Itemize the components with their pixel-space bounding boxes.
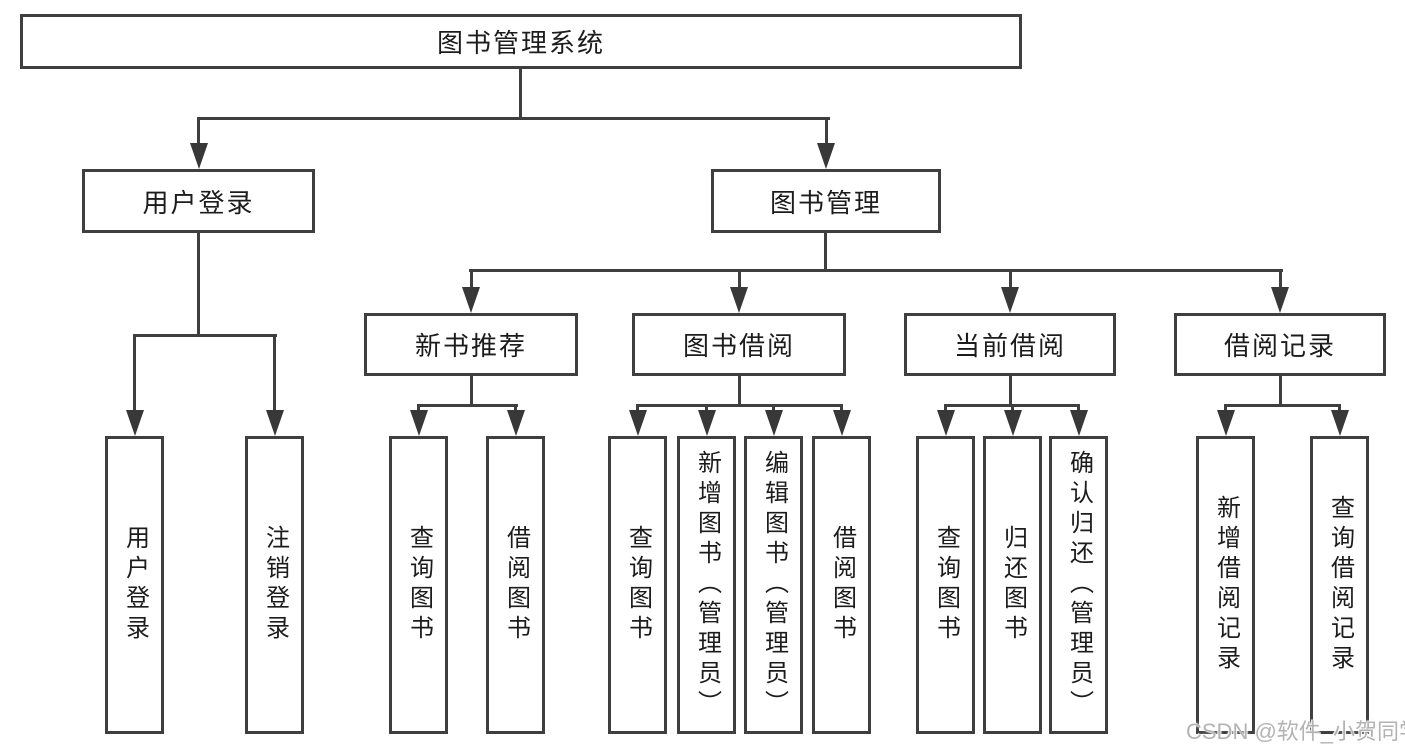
connector-line bbox=[840, 404, 843, 410]
arrow-down-icon bbox=[833, 410, 851, 436]
leaf-recommend-borrow-books: 借阅图书 bbox=[486, 436, 545, 734]
connector-line bbox=[1077, 404, 1080, 410]
leaf-borrowing-query-books: 查询图书 bbox=[608, 436, 667, 734]
arrow-down-icon bbox=[462, 287, 480, 313]
node-user-login-branch-label: 用户登录 bbox=[142, 187, 255, 218]
leaf-borrowing-borrow-books: 借阅图书 bbox=[812, 436, 871, 734]
connector-line bbox=[197, 233, 200, 337]
connector-line bbox=[636, 404, 639, 410]
connector-line bbox=[273, 334, 276, 410]
connector-line bbox=[1224, 404, 1341, 407]
leaf-borrowing-query-books-label: 查询图书 bbox=[624, 525, 652, 645]
leaf-current-query-books: 查询图书 bbox=[916, 436, 975, 734]
leaf-borrowing-add-book-admin: 新增图书（管理员） bbox=[677, 436, 736, 734]
node-book-borrowing: 图书借阅 bbox=[632, 313, 846, 376]
arrow-down-icon bbox=[937, 410, 955, 436]
arrow-down-icon bbox=[1004, 410, 1022, 436]
connector-line bbox=[1279, 269, 1282, 287]
connector-line bbox=[514, 404, 517, 410]
arrow-down-icon bbox=[1331, 410, 1349, 436]
arrow-down-icon bbox=[1070, 410, 1088, 436]
leaf-recommend-query-books: 查询图书 bbox=[389, 436, 448, 734]
leaf-borrowing-edit-book-admin-label: 编辑图书（管理员） bbox=[760, 450, 788, 720]
connector-line bbox=[1279, 376, 1282, 406]
node-borrow-records: 借阅记录 bbox=[1174, 313, 1386, 376]
connector-line bbox=[636, 404, 843, 407]
connector-line bbox=[417, 404, 518, 407]
leaf-recommend-query-books-label: 查询图书 bbox=[405, 525, 433, 645]
node-current-borrowing: 当前借阅 bbox=[904, 313, 1116, 376]
arrow-down-icon bbox=[507, 410, 525, 436]
node-library-system: 图书管理系统 bbox=[20, 14, 1022, 69]
connector-line bbox=[944, 404, 947, 410]
leaf-records-add-record: 新增借阅记录 bbox=[1196, 436, 1255, 734]
connector-line bbox=[824, 233, 827, 272]
arrow-down-icon bbox=[190, 143, 208, 169]
leaf-current-return-books-label: 归还图书 bbox=[999, 525, 1027, 645]
leaf-recommend-borrow-books-label: 借阅图书 bbox=[502, 525, 530, 645]
connector-line bbox=[1009, 376, 1012, 406]
connector-line bbox=[470, 269, 473, 287]
leaf-user-login: 用户登录 bbox=[105, 436, 164, 734]
arrow-down-icon bbox=[410, 410, 428, 436]
connector-line bbox=[772, 404, 775, 410]
arrow-down-icon bbox=[698, 410, 716, 436]
csdn-watermark: CSDN @软件_小贺同学 bbox=[1186, 714, 1405, 746]
connector-line bbox=[197, 117, 200, 143]
connector-line bbox=[469, 269, 1283, 272]
arrow-down-icon bbox=[730, 287, 748, 313]
connector-line bbox=[133, 334, 136, 410]
connector-line bbox=[470, 376, 473, 406]
node-user-login-branch: 用户登录 bbox=[82, 169, 315, 233]
node-book-management-label: 图书管理 bbox=[769, 187, 882, 218]
connector-line bbox=[825, 117, 828, 143]
node-new-book-recommend: 新书推荐 bbox=[364, 313, 578, 376]
node-book-borrowing-label: 图书借阅 bbox=[682, 331, 795, 361]
arrow-down-icon bbox=[629, 410, 647, 436]
leaf-records-query-record-label: 查询借阅记录 bbox=[1326, 495, 1354, 675]
leaf-borrowing-add-book-admin-label: 新增图书（管理员） bbox=[693, 450, 721, 720]
connector-line bbox=[1338, 404, 1341, 410]
node-book-management: 图书管理 bbox=[711, 169, 941, 233]
leaf-current-confirm-return-admin: 确认归还（管理员） bbox=[1049, 436, 1108, 734]
connector-line bbox=[1009, 269, 1012, 287]
connector-line bbox=[417, 404, 420, 410]
leaf-current-query-books-label: 查询图书 bbox=[932, 525, 960, 645]
leaf-current-return-books: 归还图书 bbox=[983, 436, 1042, 734]
csdn-watermark-text: CSDN @软件_小贺同学 bbox=[1186, 719, 1405, 744]
leaf-records-add-record-label: 新增借阅记录 bbox=[1212, 495, 1240, 675]
connector-line bbox=[705, 404, 708, 410]
arrow-down-icon bbox=[1001, 287, 1019, 313]
connector-line bbox=[198, 117, 830, 120]
arrow-down-icon bbox=[266, 410, 284, 436]
leaf-user-login-label: 用户登录 bbox=[121, 525, 149, 645]
connector-line bbox=[1011, 404, 1014, 410]
leaf-borrowing-borrow-books-label: 借阅图书 bbox=[828, 525, 856, 645]
connector-line bbox=[738, 376, 741, 406]
arrow-down-icon bbox=[765, 410, 783, 436]
node-current-borrowing-label: 当前借阅 bbox=[953, 331, 1066, 361]
leaf-current-confirm-return-admin-label: 确认归还（管理员） bbox=[1065, 450, 1093, 720]
leaf-logout: 注销登录 bbox=[245, 436, 304, 734]
leaf-borrowing-edit-book-admin: 编辑图书（管理员） bbox=[744, 436, 803, 734]
arrow-down-icon bbox=[817, 143, 835, 169]
connector-line bbox=[1224, 404, 1227, 410]
node-new-book-recommend-label: 新书推荐 bbox=[414, 331, 527, 361]
arrow-down-icon bbox=[1271, 287, 1289, 313]
node-library-system-label: 图书管理系统 bbox=[436, 28, 605, 58]
connector-line bbox=[133, 334, 277, 337]
leaf-records-query-record: 查询借阅记录 bbox=[1310, 436, 1369, 734]
arrow-down-icon bbox=[1217, 410, 1235, 436]
node-borrow-records-label: 借阅记录 bbox=[1223, 331, 1336, 361]
arrow-down-icon bbox=[126, 410, 144, 436]
connector-line bbox=[519, 69, 522, 118]
leaf-logout-label: 注销登录 bbox=[261, 525, 289, 645]
connector-line bbox=[738, 269, 741, 287]
